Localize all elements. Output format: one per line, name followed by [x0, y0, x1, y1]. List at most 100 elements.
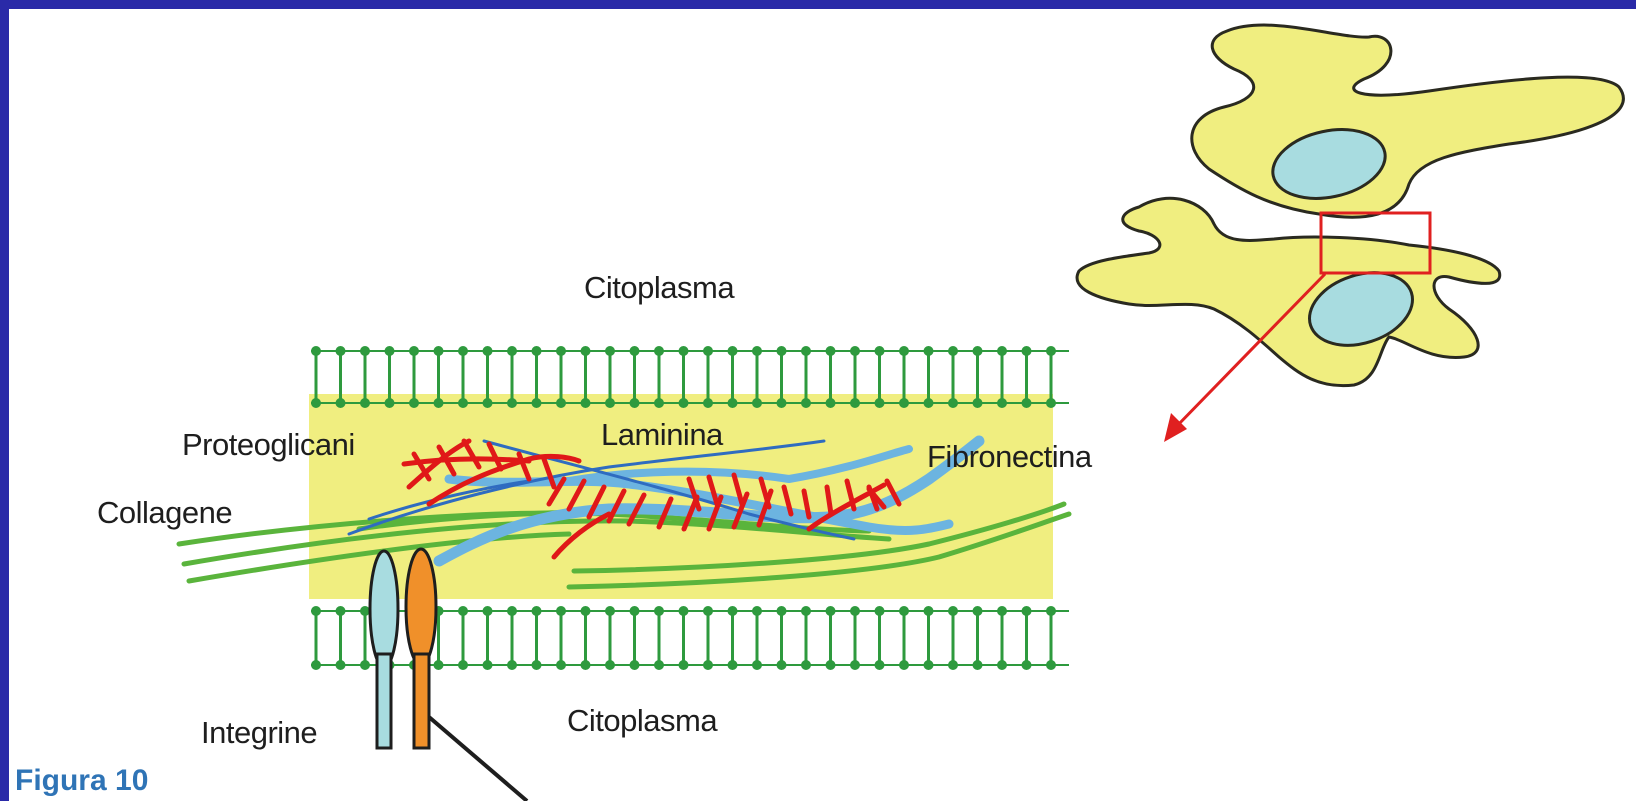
lipid-head	[753, 399, 762, 408]
lipid-head	[949, 399, 958, 408]
lipid-head	[949, 661, 958, 670]
lipid-head	[826, 347, 835, 356]
label-integrine: Integrine	[201, 717, 317, 748]
lipid-head	[704, 347, 713, 356]
lipid-head	[508, 347, 517, 356]
lipid-head	[704, 607, 713, 616]
lipid-head	[312, 607, 321, 616]
lipid-head	[851, 661, 860, 670]
lipid-head	[802, 399, 811, 408]
lipid-head	[434, 347, 443, 356]
lipid-head	[679, 661, 688, 670]
lipid-head	[312, 661, 321, 670]
lipid-head	[655, 347, 664, 356]
lipid-head	[1047, 347, 1056, 356]
integrin-link-line	[429, 717, 527, 801]
lipid-head	[336, 661, 345, 670]
integrin-beta-stem	[414, 654, 429, 748]
lipid-head	[924, 607, 933, 616]
lipid-head	[483, 661, 492, 670]
lipid-head	[973, 607, 982, 616]
lipid-head	[557, 607, 566, 616]
lipid-head	[679, 607, 688, 616]
lipid-head	[336, 347, 345, 356]
lipid-head	[532, 399, 541, 408]
lipid-head	[875, 399, 884, 408]
lipid-head	[924, 347, 933, 356]
figure-caption: Figura 10	[15, 766, 148, 796]
label-citoplasma-top: Citoplasma	[584, 272, 734, 303]
lipid-head	[606, 607, 615, 616]
lipid-head	[900, 607, 909, 616]
lipid-head	[1047, 399, 1056, 408]
lipid-head	[532, 347, 541, 356]
lipid-head	[312, 399, 321, 408]
lipid-head	[1022, 399, 1031, 408]
lipid-head	[973, 661, 982, 670]
lipid-head	[1047, 607, 1056, 616]
lipid-head	[875, 607, 884, 616]
lipid-head	[434, 661, 443, 670]
lipid-head	[998, 661, 1007, 670]
extracellular-matrix-diagram	[9, 9, 1636, 801]
label-citoplasma-bottom: Citoplasma	[567, 705, 717, 736]
lipid-head	[728, 607, 737, 616]
lipid-head	[483, 347, 492, 356]
lipid-head	[851, 399, 860, 408]
lipid-head	[410, 399, 419, 408]
lipid-head	[410, 347, 419, 356]
lipid-head	[581, 347, 590, 356]
lipid-head	[483, 399, 492, 408]
lipid-head	[900, 399, 909, 408]
lipid-head	[973, 399, 982, 408]
lipid-head	[630, 661, 639, 670]
lipid-head	[998, 607, 1007, 616]
lipid-head	[704, 661, 713, 670]
lipid-head	[581, 607, 590, 616]
lipid-head	[900, 661, 909, 670]
lipid-head	[459, 347, 468, 356]
lipid-head	[557, 347, 566, 356]
lipid-head	[459, 607, 468, 616]
figure-frame: Citoplasma Proteoglicani Laminina Fibron…	[9, 9, 1636, 801]
lipid-head	[826, 661, 835, 670]
lipid-head	[557, 661, 566, 670]
lipid-head	[459, 661, 468, 670]
lipid-head	[630, 607, 639, 616]
lipid-head	[900, 347, 909, 356]
lipid-head	[704, 399, 713, 408]
lipid-head	[777, 607, 786, 616]
integrin-alpha	[370, 551, 398, 748]
lipid-head	[851, 607, 860, 616]
lipid-head	[679, 399, 688, 408]
lipid-head	[508, 661, 517, 670]
integrin-alpha-stem	[377, 654, 391, 748]
lipid-head	[924, 661, 933, 670]
lipid-head	[606, 661, 615, 670]
lipid-head	[1047, 661, 1056, 670]
integrin-alpha-head	[370, 551, 398, 667]
lipid-head	[875, 661, 884, 670]
lipid-head	[753, 607, 762, 616]
lipid-head	[753, 661, 762, 670]
lipid-head	[655, 399, 664, 408]
lipid-head	[361, 347, 370, 356]
lipid-head	[385, 399, 394, 408]
lipid-head	[949, 607, 958, 616]
lipid-head	[532, 607, 541, 616]
lipid-head	[998, 399, 1007, 408]
lipid-head	[826, 399, 835, 408]
lipid-head	[630, 347, 639, 356]
lipid-head	[777, 399, 786, 408]
label-fibronectina: Fibronectina	[927, 441, 1092, 472]
lipid-head	[753, 347, 762, 356]
integrin-beta-head	[406, 549, 436, 665]
lipid-head	[728, 399, 737, 408]
lipid-head	[924, 399, 933, 408]
lipid-head	[312, 347, 321, 356]
lipid-head	[949, 347, 958, 356]
lipid-head	[385, 347, 394, 356]
lipid-head	[361, 661, 370, 670]
lipid-head	[679, 347, 688, 356]
lipid-head	[802, 661, 811, 670]
